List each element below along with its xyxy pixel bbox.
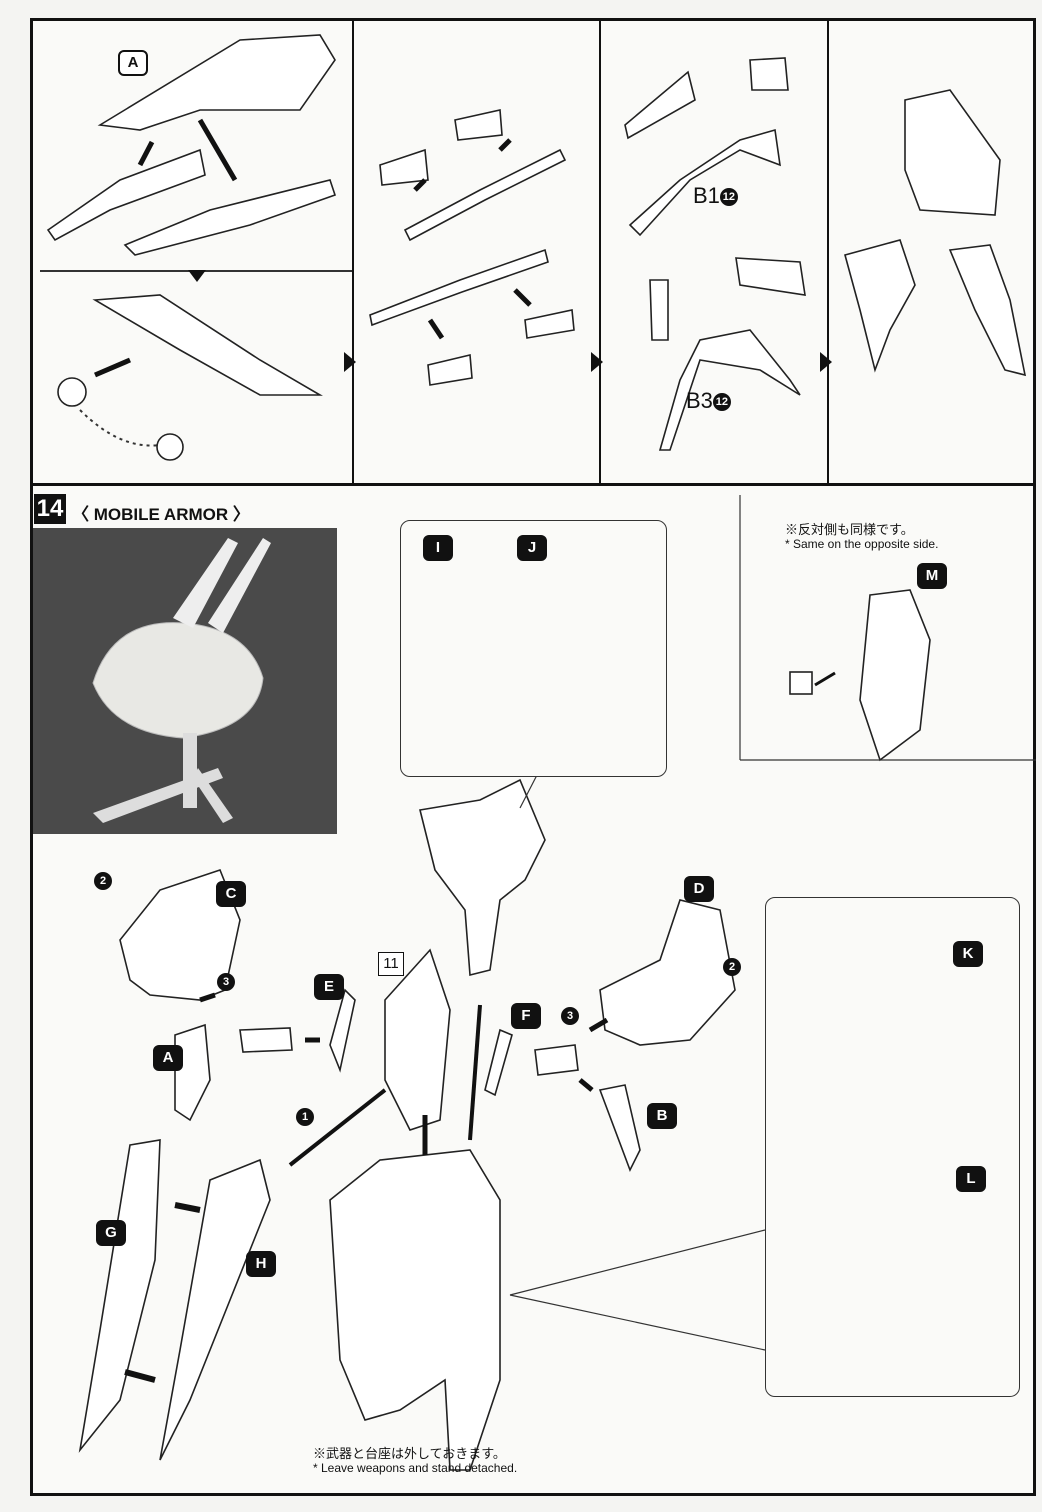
part-label-l: L [956, 1166, 986, 1192]
runner-number-b1: 12 [719, 188, 738, 207]
divider-2 [599, 18, 601, 484]
part-code-b3-text: B3 [686, 388, 713, 413]
part-label-f: F [511, 1003, 541, 1029]
part-label-b: B [647, 1103, 677, 1129]
step-title: 〈 MOBILE ARMOR 〉 [72, 505, 250, 524]
part-label-h: H [246, 1251, 276, 1277]
part-label-k: K [953, 941, 983, 967]
part-code-b1-text: B1 [693, 183, 720, 208]
order-mark-3-right: 3 [561, 1007, 579, 1025]
part-label-g: G [96, 1220, 126, 1246]
runner-number-box: 11 [378, 952, 404, 976]
note-weapons-jp: ※武器と台座は外しておきます。 [313, 1446, 506, 1461]
note-opposite-en: * Same on the opposite side. [785, 537, 939, 551]
detail-bubble-k-l [765, 897, 1020, 1397]
note-opposite-jp: ※反対側も同様です。 [785, 522, 914, 537]
part-label-i: I [423, 535, 453, 561]
runner-number-b3: 12 [712, 393, 731, 412]
note-weapons: ※武器と台座は外しておきます。 * Leave weapons and stan… [313, 1446, 518, 1476]
note-weapons-en: * Leave weapons and stand detached. [313, 1461, 518, 1475]
mobile-armor-photo-icon [92, 538, 271, 823]
part-label-m: M [917, 563, 947, 589]
part-label-e: E [314, 974, 344, 1000]
divider-1 [352, 18, 354, 484]
detail-bubble-i-j [400, 520, 667, 777]
order-mark-3-left: 3 [217, 973, 235, 991]
part-label-a: A [153, 1045, 183, 1071]
note-opposite-side: ※反対側も同様です。 * Same on the opposite side. [785, 522, 939, 552]
step-number: 14 [34, 494, 66, 524]
order-mark-2-right: 2 [723, 958, 741, 976]
top-panel-bottom-border [30, 483, 1036, 486]
part-label-a-top: A [118, 50, 148, 76]
part-label-c: C [216, 881, 246, 907]
part-label-d: D [684, 876, 714, 902]
part-label-j: J [517, 535, 547, 561]
divider-3 [827, 18, 829, 484]
order-mark-1: 1 [296, 1108, 314, 1126]
order-mark-2-left: 2 [94, 872, 112, 890]
product-photo [33, 528, 337, 834]
